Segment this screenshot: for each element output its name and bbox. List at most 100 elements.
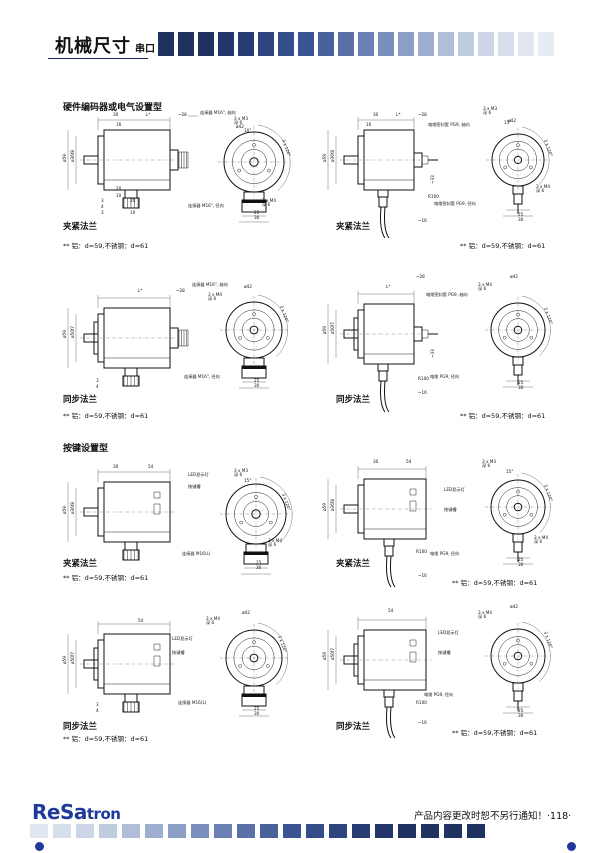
color-block — [398, 32, 414, 56]
color-block — [421, 824, 439, 838]
dimension-label: 深 6 — [262, 201, 271, 208]
dimension-label: 25 — [254, 378, 260, 383]
dimension-label: 3 x M4 — [536, 184, 550, 189]
dimension-label: 3 x 120° — [543, 484, 554, 503]
dimension-label: ø50f7 — [70, 326, 75, 338]
dimension-label: 3 x M4 — [534, 535, 548, 540]
callout-label: LED显示灯 — [172, 635, 194, 642]
color-block — [237, 824, 255, 838]
color-block — [214, 824, 232, 838]
caption-sync-flange-3: 同步法兰 — [63, 722, 98, 732]
dimension-label: 深 6 — [208, 295, 217, 302]
caption-sync-flange-1: 同步法兰 — [63, 395, 98, 405]
dimension-label: 15° — [506, 469, 513, 474]
dimension-label: ø42 — [242, 610, 250, 615]
dimension-label: 深 6 — [534, 538, 543, 545]
dimension-label: 30 — [113, 112, 119, 117]
color-block — [178, 32, 194, 56]
caption-clamp-flange-1: 夹紧法兰 — [63, 222, 98, 232]
color-block — [358, 32, 374, 56]
color-block — [538, 32, 554, 56]
callout-label: 连接器 M16(L) — [182, 550, 211, 557]
dimension-label: 20 — [116, 186, 122, 191]
dimension-label: ø59 — [322, 154, 327, 162]
callout-label: 连接器 M16", 轴向 — [200, 109, 236, 116]
color-block — [467, 824, 485, 838]
dimension-label: ø59 — [322, 503, 327, 511]
section-heading-keypad: 按键设置型 — [63, 444, 109, 454]
material-note-6: ** 铝：d=59,不锈钢：d=61 — [452, 579, 538, 587]
dimension-label: 54 — [138, 618, 144, 623]
dimension-label: 15° — [244, 478, 251, 483]
color-block — [378, 32, 394, 56]
dimension-label: 25 — [518, 380, 524, 385]
dimension-label: 10 — [130, 210, 136, 215]
color-block — [53, 824, 71, 838]
dimension-label: 30 — [373, 459, 379, 464]
color-block — [306, 824, 324, 838]
dimension-label: ø42 — [236, 124, 244, 129]
callout-label: 按键槽 — [172, 649, 185, 656]
dimension-label: L* — [386, 284, 390, 289]
callout-label: 电缆 PG9, 径向 — [430, 373, 459, 380]
color-block — [478, 32, 494, 56]
color-block — [283, 824, 301, 838]
callout-label: 电缆 PG9, 径向 — [430, 550, 459, 557]
dimension-label: 54 — [148, 464, 154, 469]
dimension-label: 15° — [504, 120, 511, 125]
dimension-label: ø50f7 — [330, 648, 335, 660]
dimension-label: 3 — [101, 210, 104, 215]
color-block — [438, 32, 454, 56]
callout-label: LED显示灯 — [444, 486, 466, 493]
dimension-label: ø36f8 — [70, 502, 75, 514]
dimension-label: 10° — [244, 128, 251, 133]
dimension-label: 3 x M4 — [478, 282, 492, 287]
header-color-bar — [158, 32, 554, 56]
callout-label: 连接器 M16", 轴向 — [192, 281, 228, 288]
material-note-4: ** 铝：d=59,不锈钢：d=61 — [460, 412, 546, 420]
title-underline — [48, 58, 148, 59]
color-block — [218, 32, 234, 56]
dimension-label: 4 — [96, 384, 99, 389]
color-block — [168, 824, 186, 838]
dimension-label: 深 6 — [483, 109, 492, 116]
color-block — [145, 824, 163, 838]
color-block — [76, 824, 94, 838]
dimension-label: L* — [396, 112, 400, 117]
callout-label: 连接器 M16(L) — [178, 699, 207, 706]
material-note-3: ** 铝：d=59,不锈钢：d=61 — [63, 412, 149, 420]
dimension-label: 25 — [518, 212, 524, 217]
color-block — [444, 824, 462, 838]
dimension-label: 54 — [406, 459, 412, 464]
color-block — [278, 32, 294, 56]
dimension-label: ø59 — [62, 154, 67, 162]
dimension-label: 3 x 120° — [543, 139, 554, 158]
dimension-label: 3 x M3 — [482, 459, 496, 464]
dimension-label: 25 — [254, 210, 260, 215]
dimension-label: 30 — [373, 112, 379, 117]
callout-label: 连接器 M16", 径向 — [188, 202, 224, 209]
dimension-label: 深 6 — [268, 541, 277, 548]
caption-sync-flange-4: 同步法兰 — [336, 722, 371, 732]
dimension-label: ø36f8 — [330, 150, 335, 162]
footer-dot-left — [35, 842, 44, 851]
color-block — [458, 32, 474, 56]
dimension-label: 3 x 120° — [281, 493, 292, 512]
color-block — [352, 824, 370, 838]
callout-label: 电缆密封套 PG9, 轴向 — [428, 121, 470, 128]
dimension-label: ø50f7 — [70, 652, 75, 664]
color-block — [158, 32, 174, 56]
dimension-label: ~16 — [418, 390, 427, 395]
dimension-label: 30 — [518, 217, 524, 222]
callout-label: R100 — [416, 700, 427, 705]
color-block — [318, 32, 334, 56]
dimension-label: 25 — [518, 708, 524, 713]
color-block — [99, 824, 117, 838]
color-block — [498, 32, 514, 56]
caption-clamp-flange-4: 夹紧法兰 — [336, 559, 371, 569]
dimension-label: 30 — [113, 464, 119, 469]
